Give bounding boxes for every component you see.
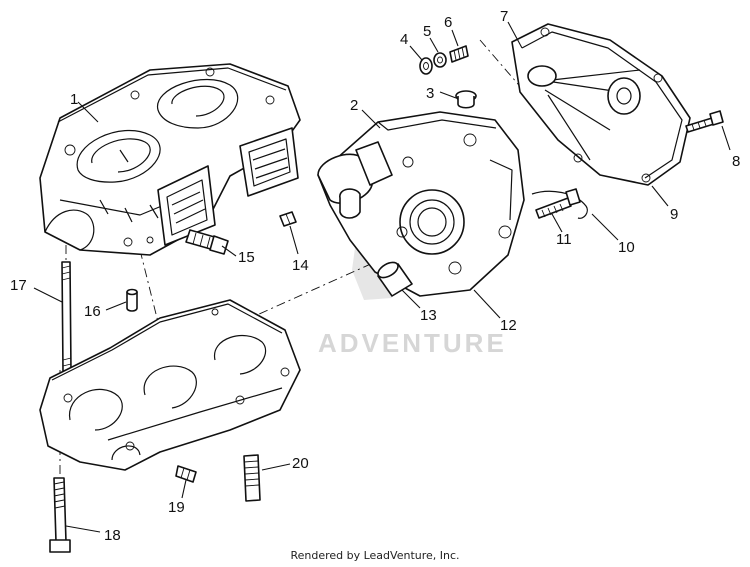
callout-19: 19 — [168, 499, 185, 516]
fitting-part-14 — [279, 211, 297, 227]
callout-14: 14 — [292, 257, 309, 274]
callout-18: 18 — [104, 527, 121, 544]
washer-part-5 — [433, 52, 447, 68]
callout-5: 5 — [423, 23, 431, 40]
callout-2: 2 — [350, 97, 358, 114]
callout-8: 8 — [732, 153, 740, 170]
bolt-part-8 — [685, 110, 724, 133]
callout-15: 15 — [238, 249, 255, 266]
outer-cover-part-9 — [511, 23, 691, 186]
callout-13: 13 — [420, 307, 437, 324]
callout-10: 10 — [618, 239, 635, 256]
lower-crankcase-part — [39, 299, 301, 471]
callout-16: 16 — [84, 303, 101, 320]
callout-20: 20 — [292, 455, 309, 472]
bushing-part-13 — [377, 261, 413, 297]
bolt-part-15 — [185, 229, 229, 255]
bolt-part-18 — [49, 477, 71, 553]
fitting-part-19 — [175, 465, 197, 483]
upper-crankcase-part — [39, 63, 301, 256]
clip-part-10 — [531, 190, 588, 219]
stud-part-17 — [61, 261, 72, 373]
callout-1: 1 — [70, 91, 78, 108]
reed-valve-plates — [157, 127, 299, 246]
callout-11: 11 — [556, 231, 572, 248]
callout-17: 17 — [10, 277, 27, 294]
watermark-text: ADVENTURE — [318, 328, 507, 358]
bolt-part-11 — [535, 188, 581, 219]
leader-lines — [33, 21, 731, 533]
callout-9: 9 — [670, 206, 678, 223]
gear-housing-part-2 — [317, 111, 525, 297]
callout-7: 7 — [500, 8, 508, 25]
spring-part-6 — [449, 45, 469, 63]
callout-12: 12 — [500, 317, 517, 334]
stud-part-20 — [243, 454, 261, 502]
callout-labels: 1 2 3 4 5 6 7 8 9 10 11 12 13 14 15 16 1… — [10, 8, 740, 544]
dowel-pin-part-16 — [126, 288, 138, 312]
cap-part-3 — [455, 90, 477, 109]
callout-3: 3 — [426, 85, 434, 102]
footer-credit: Rendered by LeadVenture, Inc. — [290, 549, 460, 562]
callout-6: 6 — [444, 14, 452, 31]
washer-part-4 — [419, 57, 433, 75]
callout-4: 4 — [400, 31, 408, 48]
